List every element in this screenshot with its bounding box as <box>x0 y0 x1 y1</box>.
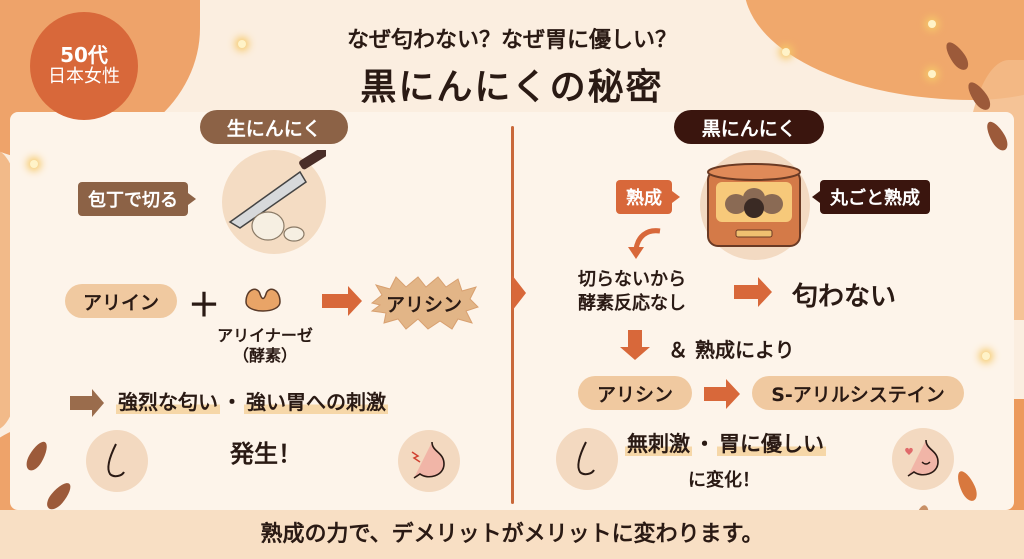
no-cut-line2: 酵素反応なし <box>578 293 686 315</box>
gentle-on-stomach: 胃に優しい <box>717 432 826 456</box>
black-effect-text: 無刺激・胃に優しい <box>625 428 826 458</box>
chevron-right-icon <box>512 275 526 311</box>
page-title: 黒にんにくの秘密 <box>360 67 664 108</box>
s-allylcysteine-pill: S-アリルシステイン <box>752 376 964 410</box>
enzyme-icon <box>240 280 286 320</box>
separator: ・ <box>694 432 715 456</box>
section-divider <box>511 126 514 504</box>
arrow-right-icon <box>704 379 740 409</box>
raw-garlic-heading: 生にんにく <box>200 110 348 144</box>
badge-audience: 日本女性 <box>48 66 120 88</box>
knife-garlic-icon <box>222 141 337 254</box>
audience-badge: 50代 日本女性 <box>30 12 138 120</box>
whole-aging-callout: 丸ごと熟成 <box>812 180 930 214</box>
by-aging-text: ＆ 熟成により <box>668 338 795 362</box>
black-garlic-heading: 黒にんにく <box>674 110 824 144</box>
curved-arrow-icon <box>626 225 666 261</box>
page-subtitle: なぜ匂わない？なぜ胃に優しい？ <box>346 28 677 53</box>
no-cut-line1: 切らないから <box>578 269 686 290</box>
irritated-stomach-icon <box>398 430 460 492</box>
sparkle-icon <box>982 352 990 360</box>
raw-effect-text: 強烈な匂い・強い胃への刺激 <box>116 386 388 415</box>
no-smell-text: 匂わない <box>792 282 897 312</box>
sparkle-icon <box>928 20 936 28</box>
non-irritating: 無刺激 <box>625 432 692 456</box>
nose-icon <box>86 430 148 492</box>
badge-age: 50代 <box>60 43 108 68</box>
sparkle-icon <box>782 48 790 56</box>
sparkle-icon <box>928 70 936 78</box>
nose-icon <box>556 428 618 490</box>
arrow-right-icon <box>322 286 362 316</box>
cut-callout: 包丁で切る <box>78 182 196 216</box>
stomach-irritation: 強い胃への刺激 <box>244 390 388 414</box>
happy-stomach-icon <box>892 428 954 490</box>
no-enzyme-reaction-text: 切らないから 酵素反応なし <box>578 268 686 317</box>
strong-smell: 強烈な匂い <box>116 390 220 414</box>
change-text: に変化！ <box>688 470 760 491</box>
alliinase-label: アリイナーゼ <box>217 326 313 345</box>
separator: ・ <box>222 390 242 414</box>
allicin-label: アリシン <box>385 294 462 316</box>
enzyme-sub-label: （酵素） <box>232 346 297 365</box>
occurs-text: 発生！ <box>230 440 302 468</box>
enzyme-label: アリイナーゼ （酵素） <box>205 326 325 366</box>
sparkle-icon <box>238 40 246 48</box>
footer-band <box>0 510 1024 559</box>
aging-cooker-icon <box>702 160 806 256</box>
alliin-pill: アリイン <box>65 284 177 318</box>
plus-icon: ＋ <box>188 286 221 324</box>
sparkle-icon <box>30 160 38 168</box>
burst-icon <box>368 275 480 331</box>
aging-callout: 熟成 <box>616 180 680 214</box>
arrow-down-icon <box>620 330 650 360</box>
arrow-right-icon <box>70 389 104 417</box>
footer-message: 熟成の力で、デメリットがメリットに変わります。 <box>260 522 764 547</box>
allicin-pill: アリシン <box>578 376 692 410</box>
arrow-right-icon <box>734 277 772 307</box>
